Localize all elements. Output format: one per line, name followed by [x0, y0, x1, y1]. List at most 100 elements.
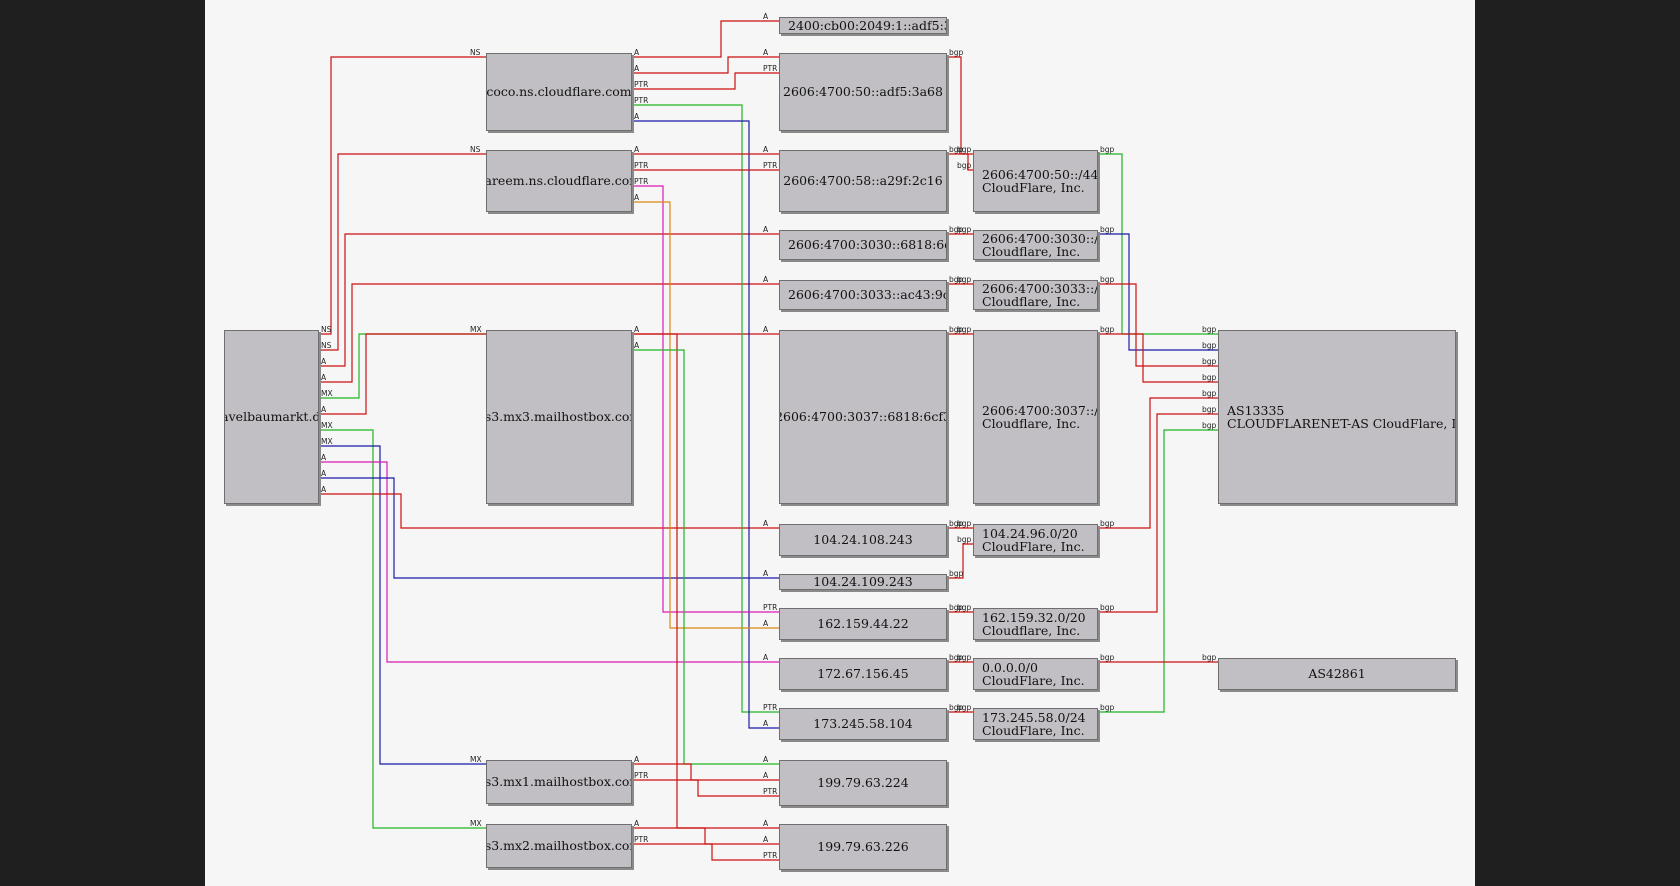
edge-label: PTR	[634, 177, 648, 186]
node-pfx-3030[interactable]: 2606:4700:3030::/48Cloudflare, Inc.	[973, 230, 1098, 260]
edge-label: PTR	[763, 703, 777, 712]
edge-label: bgp	[1202, 341, 1217, 350]
edge-label: bgp	[949, 653, 964, 662]
node-domain[interactable]: ravelbaumarkt.de	[224, 330, 319, 504]
node-label-line: 2400:cb00:2049:1::adf5:3a68	[788, 17, 946, 33]
edge-label: A	[763, 325, 769, 334]
node-us3-mx1[interactable]: us3.mx1.mailhostbox.com	[486, 760, 632, 804]
node-ip-104-109[interactable]: 104.24.109.243	[779, 574, 947, 590]
edge-label: A	[634, 112, 640, 121]
edge-label: A	[321, 485, 327, 494]
edge-label: A	[763, 12, 769, 21]
node-ip6-adf5[interactable]: 2606:4700:50::adf5:3a68	[779, 53, 947, 131]
edge-label: A	[321, 373, 327, 382]
node-ip6-6df3[interactable]: 2606:4700:3030::6818:6df3	[779, 230, 947, 260]
edge-domain-ip_172	[319, 461, 779, 663]
node-as42861[interactable]: AS42861	[1218, 658, 1456, 690]
node-label-line: us3.mx3.mailhostbox.com	[487, 409, 631, 425]
node-ip-162[interactable]: 162.159.44.22	[779, 608, 947, 640]
node-label-line: 173.245.58.104	[813, 716, 913, 732]
node-ip-173[interactable]: 173.245.58.104	[779, 708, 947, 740]
node-coco-ns[interactable]: coco.ns.cloudflare.com	[486, 53, 632, 131]
node-us3-mx3[interactable]: us3.mx3.mailhostbox.com	[486, 330, 632, 504]
node-ip6-a29f[interactable]: 2606:4700:58::a29f:2c16	[779, 150, 947, 212]
node-label-line: CloudFlare, Inc.	[982, 673, 1085, 688]
node-label-line: ravelbaumarkt.de	[225, 409, 318, 425]
node-label-line: CLOUDFLARENET-AS CloudFlare, Inc.	[1227, 416, 1456, 431]
edge-ip6_adf5-pfx_50	[947, 56, 973, 155]
node-label-line: 2606:4700:3033::/48	[982, 280, 1097, 296]
edge-label: bgp	[949, 519, 964, 528]
edge-label: A	[763, 771, 769, 780]
edge-label: A	[763, 569, 769, 578]
edge-coco_ns-ip6_adf5	[632, 72, 779, 90]
edge-label: A	[321, 405, 327, 414]
node-label-line: 2606:4700:58::a29f:2c16	[783, 173, 943, 189]
edge-label: PTR	[634, 80, 648, 89]
node-ip-104-108[interactable]: 104.24.108.243	[779, 524, 947, 556]
edge-pfx_3033-as13335	[1098, 283, 1218, 367]
edge-label: MX	[470, 325, 482, 334]
edge-coco_ns-ip6_2400	[632, 20, 779, 58]
edge-label: bgp	[1100, 603, 1115, 612]
edge-label: NS	[321, 341, 332, 350]
edge-label: A	[634, 325, 640, 334]
edge-label: bgp	[1100, 703, 1115, 712]
node-label-line: kareem.ns.cloudflare.com	[487, 173, 631, 189]
edge-coco_ns-ip6_adf5	[632, 56, 779, 74]
edge-label: A	[634, 755, 640, 764]
node-pfx-3037[interactable]: 2606:4700:3037::/48Cloudflare, Inc.	[973, 330, 1098, 504]
node-us3-mx2[interactable]: us3.mx2.mailhostbox.com	[486, 824, 632, 868]
edge-label: PTR	[763, 161, 777, 170]
node-ip6-6cf3[interactable]: 2606:4700:3037::6818:6cf3	[779, 330, 947, 504]
edge-label: MX	[321, 389, 333, 398]
edge-us3_mx3-ip_199_226	[632, 333, 779, 829]
node-label-line: 2606:4700:3033::ac43:9c2d	[788, 287, 946, 303]
edge-label: A	[321, 357, 327, 366]
edge-label: bgp	[949, 569, 964, 578]
node-label-line: 2606:4700:3030::/48	[982, 230, 1097, 246]
edge-coco_ns-ip_173	[632, 120, 779, 729]
node-label-line: 2606:4700:50::adf5:3a68	[783, 84, 943, 100]
node-ip-172[interactable]: 172.67.156.45	[779, 658, 947, 690]
node-pfx-3033[interactable]: 2606:4700:3033::/48Cloudflare, Inc.	[973, 280, 1098, 310]
node-label-line: 172.67.156.45	[817, 666, 909, 682]
edge-label: bgp	[957, 225, 972, 234]
edge-label: bgp	[949, 603, 964, 612]
edge-label: bgp	[957, 653, 972, 662]
edge-domain-coco_ns	[319, 56, 486, 335]
edge-label: bgp	[1100, 653, 1115, 662]
node-ip-199-226[interactable]: 199.79.63.226	[779, 824, 947, 870]
node-kareem-ns[interactable]: kareem.ns.cloudflare.com	[486, 150, 632, 212]
edge-domain-ip_104_108	[319, 493, 779, 529]
edge-label: MX	[470, 819, 482, 828]
node-label-line: 2606:4700:50::/44	[982, 166, 1098, 182]
node-ip-199-224[interactable]: 199.79.63.224	[779, 760, 947, 806]
edge-label: PTR	[634, 835, 648, 844]
edge-kareem_ns-ip_162	[632, 201, 779, 629]
node-label-line: Cloudflare, Inc.	[982, 294, 1081, 309]
node-label-line: 0.0.0.0/0	[982, 659, 1038, 675]
edge-label: bgp	[1202, 357, 1217, 366]
edge-label: NS	[470, 145, 481, 154]
edge-label: bgp	[957, 275, 972, 284]
node-ip6-9c2d[interactable]: 2606:4700:3033::ac43:9c2d	[779, 280, 947, 310]
edge-label: A	[763, 519, 769, 528]
node-label-line: us3.mx2.mailhostbox.com	[487, 838, 631, 854]
node-label-line: 199.79.63.226	[817, 839, 909, 855]
edge-label: bgp	[949, 275, 964, 284]
edge-label: PTR	[763, 851, 777, 860]
edge-pfx_50-as13335	[1098, 153, 1218, 335]
edge-label: bgp	[1202, 373, 1217, 382]
edge-label: MX	[321, 437, 333, 446]
node-ip6-2400[interactable]: 2400:cb00:2049:1::adf5:3a68	[779, 17, 947, 34]
edge-label: MX	[470, 755, 482, 764]
edge-label: bgp	[957, 325, 972, 334]
